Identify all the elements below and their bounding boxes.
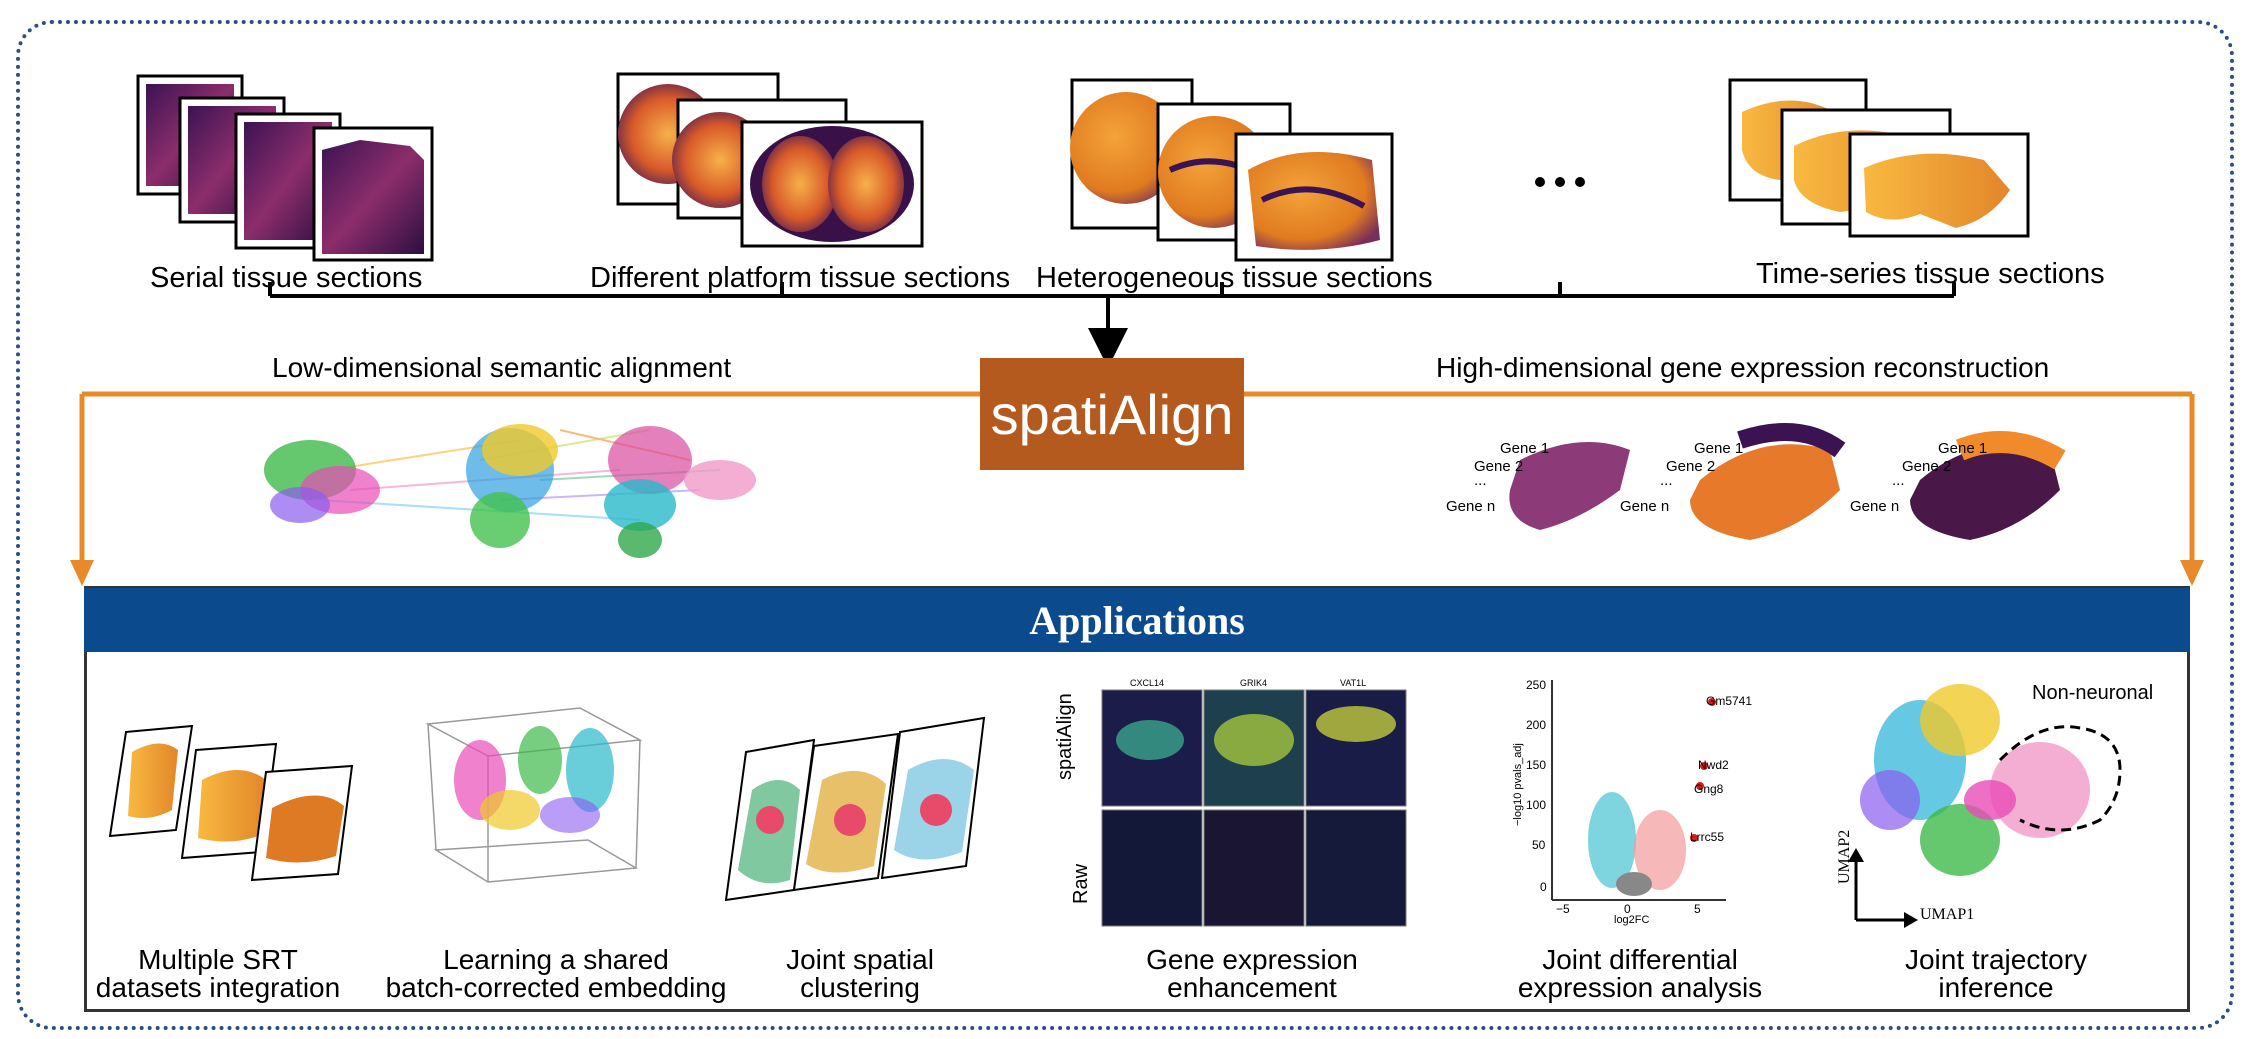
volcano-ytick: 200 [1526, 718, 1547, 732]
source-label-heterogeneous: Heterogeneous tissue sections [1036, 262, 1433, 294]
volcano-gene: Lrrc55 [1690, 830, 1725, 844]
caption-line: Learning a shared [443, 944, 669, 975]
gene-label: ... [1892, 472, 1905, 489]
caption-line: datasets integration [95, 972, 341, 1003]
enh-gene-label: CXCL14 [1130, 678, 1165, 688]
time-series-sections-thumbnail [1728, 78, 2030, 238]
gene-label: Gene n [1620, 498, 1670, 515]
app-caption-enhancement: Gene expression enhancement [1092, 946, 1412, 1002]
volcano-gene: Gng8 [1694, 782, 1724, 796]
volcano-ytick: 250 [1526, 678, 1547, 692]
enh-row-label: Raw [1070, 863, 1092, 904]
gene-label: Gene 2 [1474, 458, 1524, 475]
more-sources-ellipsis [1535, 177, 1585, 187]
caption-line: Gene expression [1146, 944, 1358, 975]
caption-line: enhancement [1167, 972, 1337, 1003]
semantic-alignment-plot [264, 424, 756, 558]
caption-line: Joint spatial [786, 944, 934, 975]
volcano-ytick: 100 [1526, 798, 1547, 812]
trajectory-yaxis: UMAP2 [1836, 829, 1853, 884]
source-label-serial: Serial tissue sections [150, 262, 423, 294]
gene-reconstruction-plot [1509, 423, 2066, 540]
source-merge-bracket [268, 282, 1956, 368]
volcano-gene: Gm5741 [1706, 694, 1753, 708]
method-name: spatiAlign [990, 382, 1234, 446]
volcano-ytick: 0 [1540, 880, 1547, 894]
arrow-left-head [70, 560, 94, 586]
left-output-label: Low-dimensional semantic alignment [272, 352, 732, 383]
source-label-time-series: Time-series tissue sections [1756, 258, 2105, 290]
gene-label: Gene n [1446, 498, 1496, 515]
caption-line: Joint differential [1542, 944, 1738, 975]
gene-label: Gene 2 [1902, 458, 1952, 475]
platform-sections-thumbnail [616, 72, 924, 248]
app-caption-integration: Multiple SRT datasets integration [58, 946, 378, 1002]
volcano-xtick: 0 [1624, 902, 1631, 916]
app-clustering-figure [724, 716, 986, 902]
enh-row-label: spatiAlign [1054, 693, 1076, 780]
app-enhancement-figure [1101, 689, 1407, 927]
app-caption-trajectory: Joint trajectory inference [1836, 946, 2156, 1002]
volcano-xlabel: log2FC [1614, 914, 1650, 926]
app-caption-clustering: Joint spatial clustering [700, 946, 1020, 1002]
trajectory-xaxis: UMAP1 [1920, 906, 1975, 923]
caption-line: Multiple SRT [138, 944, 298, 975]
applications-header: Applications [84, 588, 2190, 652]
serial-sections-thumbnail [136, 74, 434, 262]
applications-panel [84, 586, 2190, 1012]
gene-label: Gene 2 [1666, 458, 1716, 475]
volcano-ytick: 50 [1532, 838, 1546, 852]
gene-label: Gene 1 [1500, 440, 1550, 457]
caption-line: clustering [800, 972, 920, 1003]
volcano-ylabel: −log10 pvals_adj [1512, 743, 1524, 826]
trajectory-region-label: Non-neuronal [2032, 682, 2154, 704]
gene-label: ... [1474, 472, 1487, 489]
gene-label: Gene n [1850, 498, 1900, 515]
app-trajectory-figure [1848, 684, 2122, 928]
app-caption-differential: Joint differential expression analysis [1480, 946, 1800, 1002]
gene-label: ... [1660, 472, 1673, 489]
caption-line: inference [1938, 972, 2054, 1003]
app-caption-embedding: Learning a shared batch-corrected embedd… [376, 946, 736, 1002]
volcano-gene: Nwd2 [1698, 758, 1729, 772]
outer-frame [16, 20, 2234, 1030]
source-label-platform: Different platform tissue sections [590, 262, 1011, 294]
right-output-label: High-dimensional gene expression reconst… [1436, 352, 2050, 383]
output-arrows [79, 391, 2195, 570]
applications-title: Applications [1029, 597, 1245, 643]
arrow-right-head [2180, 560, 2204, 586]
volcano-xtick: 5 [1694, 902, 1701, 916]
enh-gene-label: VAT1L [1340, 678, 1367, 688]
app-integration-figure [108, 724, 354, 882]
heterogeneous-sections-thumbnail [1070, 78, 1394, 262]
gene-label: Gene 1 [1694, 440, 1744, 457]
app-volcano-figure [1551, 680, 1726, 901]
enh-gene-label: GRIK4 [1240, 678, 1268, 688]
caption-line: Joint trajectory [1904, 944, 2088, 975]
method-logo: spatiAlign [980, 358, 1244, 470]
gene-label: Gene 1 [1938, 440, 1988, 457]
volcano-xtick: −5 [1556, 902, 1570, 916]
caption-line: expression analysis [1517, 972, 1763, 1003]
volcano-ytick: 150 [1526, 758, 1547, 772]
caption-line: batch-corrected embedding [385, 972, 727, 1003]
